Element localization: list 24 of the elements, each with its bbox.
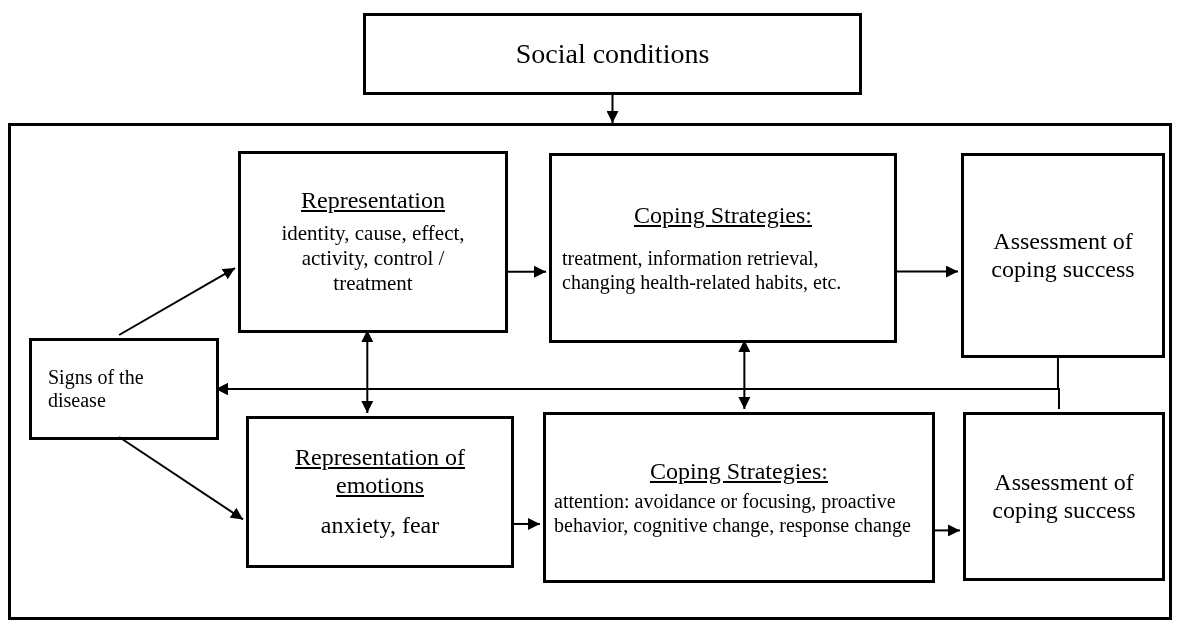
box-heading: Representation xyxy=(301,187,445,215)
process-box xyxy=(29,338,219,440)
box-body-text: identity, cause, effect, activity, control / treatment xyxy=(280,221,466,297)
process-box xyxy=(549,153,897,343)
box-heading: Coping Strategies: xyxy=(634,202,812,230)
arrow xyxy=(118,267,236,336)
process-box xyxy=(363,13,862,95)
box-heading: Coping Strategies: xyxy=(650,457,828,486)
box-text: Signs of the disease xyxy=(48,366,145,412)
box-text: Assessment of coping success xyxy=(990,227,1136,284)
process-box xyxy=(961,153,1165,358)
process-box xyxy=(963,412,1165,581)
process-box xyxy=(543,412,935,583)
process-box xyxy=(238,151,508,333)
arrow xyxy=(118,436,244,521)
box-body-text: anxiety, fear xyxy=(319,511,441,540)
arrow xyxy=(606,94,619,124)
box-text: Social conditions xyxy=(515,37,710,71)
box-heading: Representation of emotions xyxy=(294,444,466,500)
box-body-text: attention: avoidance or focusing, proactive behavior, cognitive change, response change xyxy=(554,489,912,538)
process-box xyxy=(246,416,514,568)
box-text: Assessment of coping success xyxy=(991,468,1137,525)
box-body-text: treatment, information retrieval, changing health-related habits, etc. xyxy=(562,245,843,294)
frame-box xyxy=(8,123,1172,620)
